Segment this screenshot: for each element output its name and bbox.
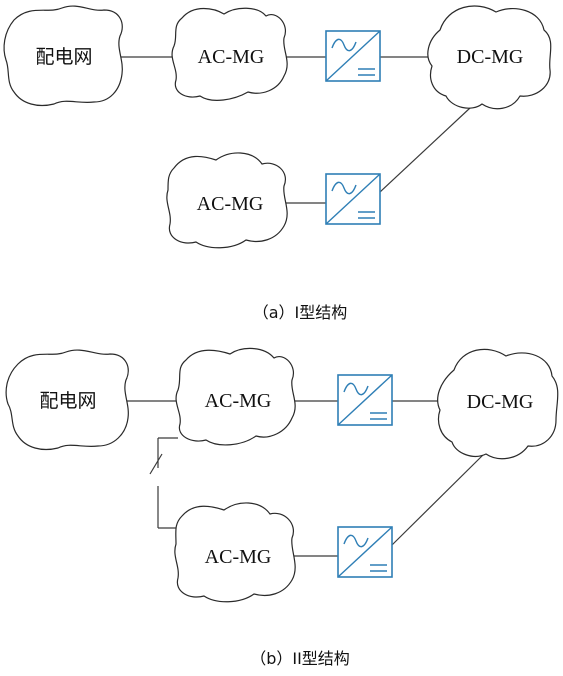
ac-dc-converter-icon bbox=[337, 526, 393, 578]
wire-conv2-dcmg-a bbox=[379, 107, 471, 193]
grid-label-b: 配电网 bbox=[39, 390, 96, 412]
figure-b: 配电网 AC-MG DC-MG AC-MG （b）II型结构 bbox=[5, 347, 559, 668]
ac-dc-converter-icon bbox=[337, 374, 393, 426]
figure-b-caption: （b）II型结构 bbox=[250, 649, 350, 668]
ac-mg-2-label-b: AC-MG bbox=[205, 546, 272, 568]
ac-mg-1-label-a: AC-MG bbox=[198, 46, 265, 68]
figure-a-caption: （a）I型结构 bbox=[253, 303, 348, 322]
dc-mg-cloud-a bbox=[427, 5, 552, 110]
ac-dc-converter-icon bbox=[325, 30, 381, 82]
switch-icon bbox=[149, 437, 178, 529]
ac-mg-2-cloud-b bbox=[174, 502, 296, 603]
ac-dc-converter-icon bbox=[325, 173, 381, 225]
grid-cloud-a bbox=[3, 5, 123, 107]
ac-mg-1-cloud-a bbox=[171, 7, 288, 101]
dc-mg-label-a: DC-MG bbox=[457, 46, 524, 68]
wire-conv2-dcmg-b bbox=[391, 453, 485, 546]
ac-mg-2-label-a: AC-MG bbox=[197, 193, 264, 215]
dc-mg-cloud-b bbox=[437, 348, 559, 460]
ac-mg-1-cloud-b bbox=[175, 347, 296, 446]
ac-mg-2-cloud-a bbox=[166, 152, 288, 249]
dc-mg-label-b: DC-MG bbox=[467, 391, 534, 413]
grid-cloud-b bbox=[5, 349, 129, 451]
grid-label-a: 配电网 bbox=[35, 46, 92, 68]
ac-mg-1-label-b: AC-MG bbox=[205, 390, 272, 412]
figure-a: 配电网 AC-MG DC-MG AC-MG （a）I型结构 bbox=[3, 5, 552, 322]
